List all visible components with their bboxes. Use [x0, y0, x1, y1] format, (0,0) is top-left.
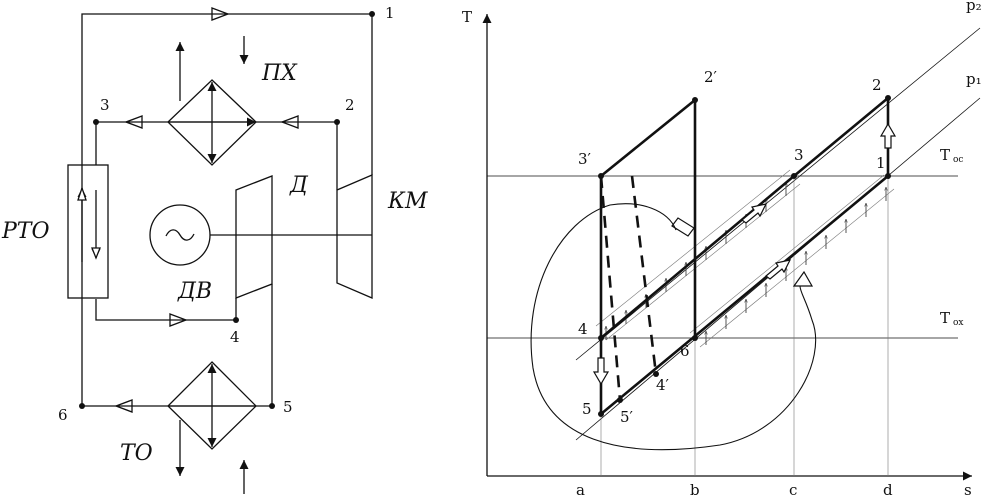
cycle-schematic: [67, 7, 373, 494]
point-2: [885, 95, 891, 101]
x-tick-b: b: [690, 481, 700, 499]
y-axis-label: T: [462, 8, 472, 26]
motor-icon: [149, 204, 211, 266]
svg-text:T: T: [940, 309, 950, 327]
isobar-low-label: p₁: [966, 70, 982, 88]
cycle-line-3-2: [793, 96, 889, 178]
scheme-label-1: 1: [385, 4, 395, 22]
arrow-on-upper-band: [741, 203, 768, 224]
expander-label: Д: [289, 173, 309, 198]
cycle-line-5-1: [600, 174, 889, 416]
compressor-label: КМ: [387, 189, 428, 214]
expander-icon: [235, 175, 273, 299]
loop-arrow-head-left: [671, 217, 695, 237]
pipe-2-to-3: [95, 121, 337, 165]
label-point-3: 3: [794, 146, 804, 164]
temp-env-label: T ос: [940, 146, 963, 165]
isobar-high-label: p₂: [966, 0, 982, 14]
node-3: [93, 119, 99, 125]
node-1: [369, 11, 375, 17]
x-tick-c: c: [789, 481, 797, 499]
label-point-4p: 4′: [656, 376, 670, 394]
arrow-on-lower-band: [765, 259, 792, 280]
node-4: [233, 317, 239, 323]
cycle-line-4-3: [600, 175, 795, 339]
x-tick-a: a: [576, 481, 585, 499]
scheme-nodes: [79, 11, 375, 409]
scheme-label-3: 3: [100, 96, 110, 114]
node-5: [269, 403, 275, 409]
label-point-3p: 3′: [578, 150, 592, 168]
point-5: [598, 411, 604, 417]
dashed-2p-4p: [630, 175, 658, 375]
svg-text:ос: ос: [953, 155, 963, 165]
point-5p: [617, 397, 623, 403]
scheme-label-2: 2: [345, 96, 355, 114]
arrow-4-5: [592, 357, 610, 386]
pipe-1-to-6: [81, 13, 372, 406]
cooler-hx-icon: [167, 36, 257, 166]
cooler-label: ПХ: [261, 61, 298, 86]
node-2: [334, 119, 340, 125]
point-4p: [653, 371, 659, 377]
label-point-2p: 2′: [704, 68, 718, 86]
isobar-high: [575, 27, 981, 361]
point-4: [598, 335, 604, 341]
regenerator-label: РТО: [1, 219, 50, 244]
flow-arrow-2-3: [280, 115, 299, 129]
scheme-label-6: 6: [58, 406, 68, 424]
svg-text:ох: ох: [953, 318, 964, 328]
label-point-2: 2: [872, 76, 882, 94]
node-6: [79, 403, 85, 409]
motor-label: ДВ: [177, 279, 212, 304]
point-3: [791, 173, 797, 179]
flow-arrow-top: [211, 7, 230, 21]
point-2p: [692, 97, 698, 103]
pipe-regen-to-4: [95, 299, 236, 321]
flow-arrow-5-6: [114, 399, 133, 413]
point-6: [692, 335, 698, 341]
label-point-5: 5: [582, 400, 592, 418]
x-tick-d: d: [883, 481, 893, 499]
svg-text:T: T: [940, 146, 950, 164]
point-1: [885, 173, 891, 179]
temp-cold-label: T ох: [940, 309, 964, 328]
flow-arrow-cooler-out: [124, 115, 143, 129]
flow-arrow-4: [169, 313, 188, 327]
heat-hx-label: ТО: [120, 441, 153, 466]
ts-diagram: T s p₂ p₁ T ос T ох a b c d 1 2 2′ 3 3′ …: [462, 0, 982, 499]
label-point-5p: 5′: [620, 408, 634, 426]
point-3p: [598, 173, 604, 179]
loop-arrow-head-right: [792, 270, 814, 287]
arrow-1-2: [879, 122, 897, 149]
label-point-4: 4: [578, 320, 588, 338]
x-axis-label: s: [964, 481, 972, 499]
scheme-labels: 1 2 3 4 5 6 ПХ Д КМ РТО ДВ ТО: [1, 4, 428, 466]
scheme-label-4: 4: [230, 328, 240, 346]
dashed-3p-5p: [599, 175, 622, 401]
scheme-label-5: 5: [283, 398, 293, 416]
heat-exchanger-icon: [167, 361, 257, 494]
compressor-icon: [336, 174, 373, 299]
label-point-6: 6: [680, 342, 690, 360]
heat-loop-curve: [530, 203, 817, 451]
cycle-line-3p-2p: [600, 98, 696, 178]
label-point-1: 1: [876, 154, 886, 172]
heat-band-upper: [595, 169, 801, 341]
heat-band-lower: [689, 174, 895, 348]
regenerator-icon: [67, 164, 109, 299]
